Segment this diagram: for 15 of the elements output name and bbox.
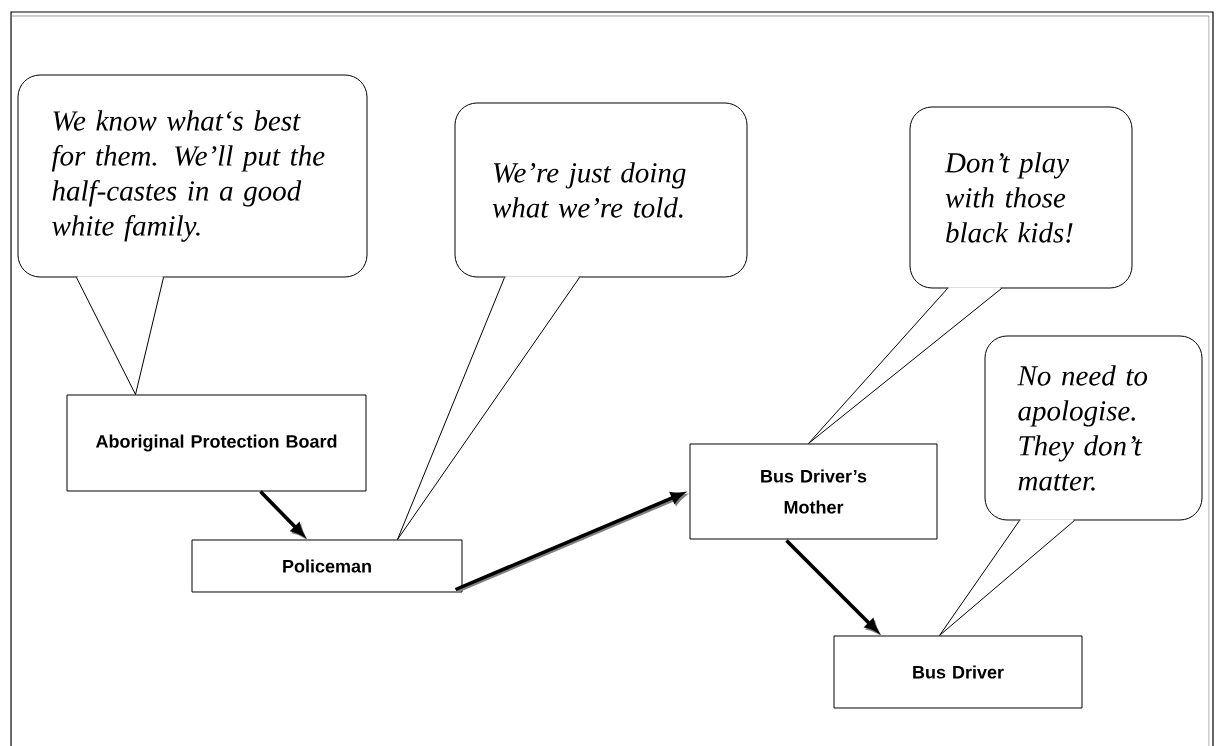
- speech-tail: [76, 277, 164, 395]
- speech-bubble: We know what‘s best for them. We’ll put the half-castes in a good white family.: [17, 74, 368, 279]
- speech-tail: [808, 288, 1002, 444]
- arrow: [259, 490, 306, 538]
- process-box: Aboriginal Protection Board: [66, 394, 367, 492]
- arrow: [785, 539, 880, 634]
- process-box: Bus Driver’s Mother: [689, 443, 938, 540]
- arrow: [454, 492, 686, 593]
- speech-bubble: Don’t play with those black kids!: [909, 106, 1133, 290]
- speech-tail: [939, 520, 1075, 636]
- process-box: Bus Driver: [833, 635, 1083, 709]
- speech-bubble: No need to apologise. They don’t matter.: [984, 335, 1203, 522]
- speech-bubble: We’re just doing what we’re told.: [454, 102, 748, 279]
- speech-tail: [397, 277, 580, 540]
- process-box: Policeman: [191, 539, 463, 593]
